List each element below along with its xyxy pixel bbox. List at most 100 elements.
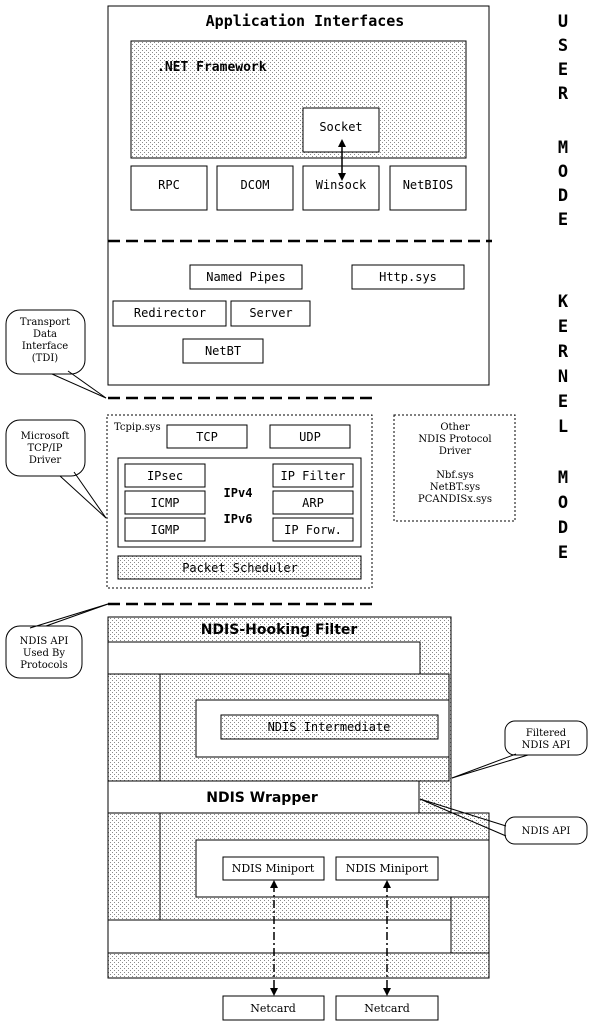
tcp-box [166, 424, 248, 449]
packet-scheduler-label: Packet Scheduler [182, 561, 298, 575]
rpc-box [130, 165, 208, 211]
ndis-intermediate-label: NDIS Intermediate [268, 720, 391, 734]
tdi-callout-pointer [67, 370, 107, 399]
netcard-2-box [335, 995, 439, 1021]
ndis-wrapper-label: NDIS Wrapper [206, 790, 318, 806]
tcpip-driver-callout-line: TCP/IP [27, 443, 62, 454]
ndis-api-callout-pointer [419, 798, 507, 827]
winsock-box [302, 165, 380, 211]
filtered-ndis-api-callout-line: Filtered [526, 728, 567, 739]
other-protocol-file: PCANDISx.sys [418, 494, 492, 505]
other-protocol-title-line: Other [440, 422, 470, 433]
tdi-callout-line: (TDI) [32, 353, 59, 364]
ip-forw-label: IP Forw. [284, 523, 342, 537]
kernel-mode-letter: O [558, 493, 568, 513]
ndis-hooking-filter-label: NDIS-Hooking Filter [201, 622, 358, 638]
ip-filter-label: IP Filter [280, 469, 345, 483]
ndis-api-callout-label: NDIS API [522, 826, 571, 837]
netcard-1-box [222, 995, 325, 1021]
udp-box [269, 424, 351, 449]
http-sys-label: Http.sys [379, 270, 437, 284]
filtered-ndis-api-callout-line: NDIS API [522, 740, 571, 751]
ip-forw-box [272, 517, 354, 542]
ndis-bottom-channel [107, 919, 459, 954]
tcpip-sys-label: Tcpip.sys [114, 422, 161, 433]
tdi-callout-line: Transport [20, 317, 70, 328]
kernel-mode-letter: M [558, 468, 568, 488]
ipv4-label: IPv4 [224, 486, 253, 500]
redirector-label: Redirector [134, 306, 206, 320]
tdi-callout-pointer [51, 373, 107, 399]
user-mode-letter: R [558, 84, 569, 104]
user-mode-letter: U [558, 12, 568, 32]
ip-filter-box [272, 463, 354, 488]
named-pipes-box [189, 264, 303, 290]
rpc-label: RPC [158, 178, 180, 192]
netbt-box [182, 338, 264, 364]
server-box [230, 300, 311, 327]
netbt-label: NetBT [205, 344, 241, 358]
user-mode-letter: E [558, 210, 568, 230]
ndis-wrapper-box [107, 780, 420, 814]
ndis-api-protocols-callout-line: Used By [23, 648, 65, 659]
tdi-callout-line: Data [33, 329, 57, 340]
arp-box [272, 490, 354, 515]
tdi-callout [5, 309, 86, 375]
ndis-miniport-2-label: NDIS Miniport [346, 862, 429, 875]
socket-label: Socket [319, 120, 362, 134]
net-framework-box [130, 40, 467, 159]
other-protocol-driver-box [393, 414, 516, 522]
tdi-callout-line: Interface [22, 341, 68, 352]
ndis-bottom-band [107, 952, 490, 979]
user-mode-letter: O [558, 162, 568, 182]
user-mode-letter: S [558, 36, 568, 56]
kernel-mode-letter: E [558, 543, 568, 563]
ndis-api-protocols-callout [5, 625, 83, 679]
ipsec-label: IPsec [147, 469, 183, 483]
filtered-ndis-api-callout [504, 720, 588, 756]
other-protocol-file: Nbf.sys [436, 470, 474, 481]
netcard-1-label: Netcard [250, 1002, 296, 1015]
redirector-box [112, 300, 227, 327]
kernel-mode-letter: D [558, 518, 568, 538]
ndis-api-callout [504, 816, 588, 845]
tcpip-driver-callout [5, 419, 86, 477]
http-sys-box [351, 264, 465, 290]
server-label: Server [249, 306, 292, 320]
tcpip-driver-callout-line: Driver [29, 455, 62, 466]
ndis-api-protocols-callout-line: NDIS API [20, 636, 69, 647]
kernel-mode-letter: K [558, 292, 569, 312]
user-mode-letter: E [558, 60, 568, 80]
application-interfaces-title: Application Interfaces [206, 12, 405, 30]
ndis-filter-upper-channel [107, 641, 421, 675]
ndis-api-protocols-callout-line: Protocols [20, 660, 68, 671]
kernel-mode-letter: N [558, 367, 568, 387]
ipv6-label: IPv6 [224, 512, 253, 526]
tcp-label: TCP [196, 430, 218, 444]
other-protocol-title-line: NDIS Protocol [418, 434, 491, 445]
igmp-box [124, 517, 206, 542]
filtered-ndis-api-callout-pointer [451, 753, 517, 779]
tcpip-driver-callout-pointer [73, 471, 107, 519]
icmp-box [124, 490, 206, 515]
kernel-mode-letter: E [558, 317, 568, 337]
dcom-box [216, 165, 294, 211]
user-mode-side-label: U S E R M O D E [558, 12, 569, 230]
tcpip-driver-callout-pointer [59, 475, 107, 519]
winsock-label: Winsock [316, 178, 367, 192]
ndis-api-callout-pointer [419, 798, 507, 837]
filtered-ndis-api-callout-pointer [451, 754, 529, 779]
dcom-label: DCOM [241, 178, 270, 192]
arp-label: ARP [302, 496, 324, 510]
icmp-label: ICMP [151, 496, 180, 510]
ndis-intermediate-box [220, 714, 439, 740]
kernel-mode-letter: R [558, 342, 569, 362]
net-framework-label: .NET Framework [157, 60, 267, 75]
user-mode-letter: M [558, 138, 568, 158]
netbios-box [389, 165, 467, 211]
other-protocol-title-line: Driver [439, 446, 472, 457]
ndis-api-protocols-callout-pointer [29, 603, 109, 629]
ndis-miniport-1-label: NDIS Miniport [232, 862, 315, 875]
kernel-mode-letter: E [558, 392, 568, 412]
